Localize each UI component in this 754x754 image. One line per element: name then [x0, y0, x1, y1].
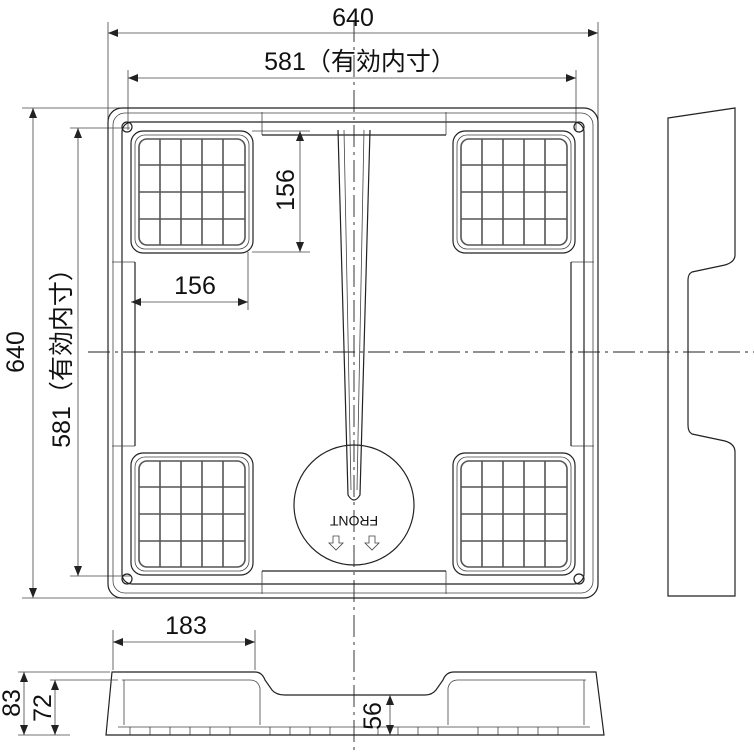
center-height-dimension: 56: [359, 695, 394, 735]
grid-pad-bottom-right: [452, 452, 576, 576]
pad-height-dimension: 156: [252, 130, 310, 253]
pad-width-label: 156: [174, 272, 216, 300]
grid-pad-top-left: [130, 130, 254, 254]
inner-width-dimension: 581（有効内寸）: [127, 48, 577, 130]
overall-depth-dimension: 640: [2, 107, 130, 599]
rim-height-label: 72: [29, 694, 57, 722]
pad-height-label: 156: [272, 169, 300, 211]
overall-depth-label: 640: [2, 331, 30, 373]
inner-depth-label: 581（有効内寸）: [48, 256, 76, 448]
front-arrow-icon: [328, 535, 380, 551]
rim-height-dimension: 72: [29, 679, 118, 735]
overall-width-dimension: 640: [107, 4, 599, 130]
section-view: [105, 671, 605, 736]
pad-width-dimension: 156: [131, 252, 249, 310]
inner-width-label: 581（有効内寸）: [264, 48, 456, 76]
plan-view: FRONT: [107, 107, 599, 599]
overall-width-label: 640: [332, 4, 374, 32]
grid-pad-bottom-left: [130, 452, 254, 576]
drain-groove: [337, 129, 371, 501]
total-height-label: 83: [0, 689, 26, 717]
front-label: FRONT: [329, 513, 378, 529]
center-height-label: 56: [359, 702, 387, 730]
total-height-dimension: 83: [0, 671, 110, 736]
side-width-dimension: 183: [112, 612, 256, 670]
front-circle: [293, 444, 415, 566]
side-width-label: 183: [165, 612, 207, 640]
grid-pad-top-right: [452, 130, 576, 254]
side-view: [667, 107, 736, 597]
inner-depth-dimension: 581（有効内寸）: [48, 127, 130, 577]
